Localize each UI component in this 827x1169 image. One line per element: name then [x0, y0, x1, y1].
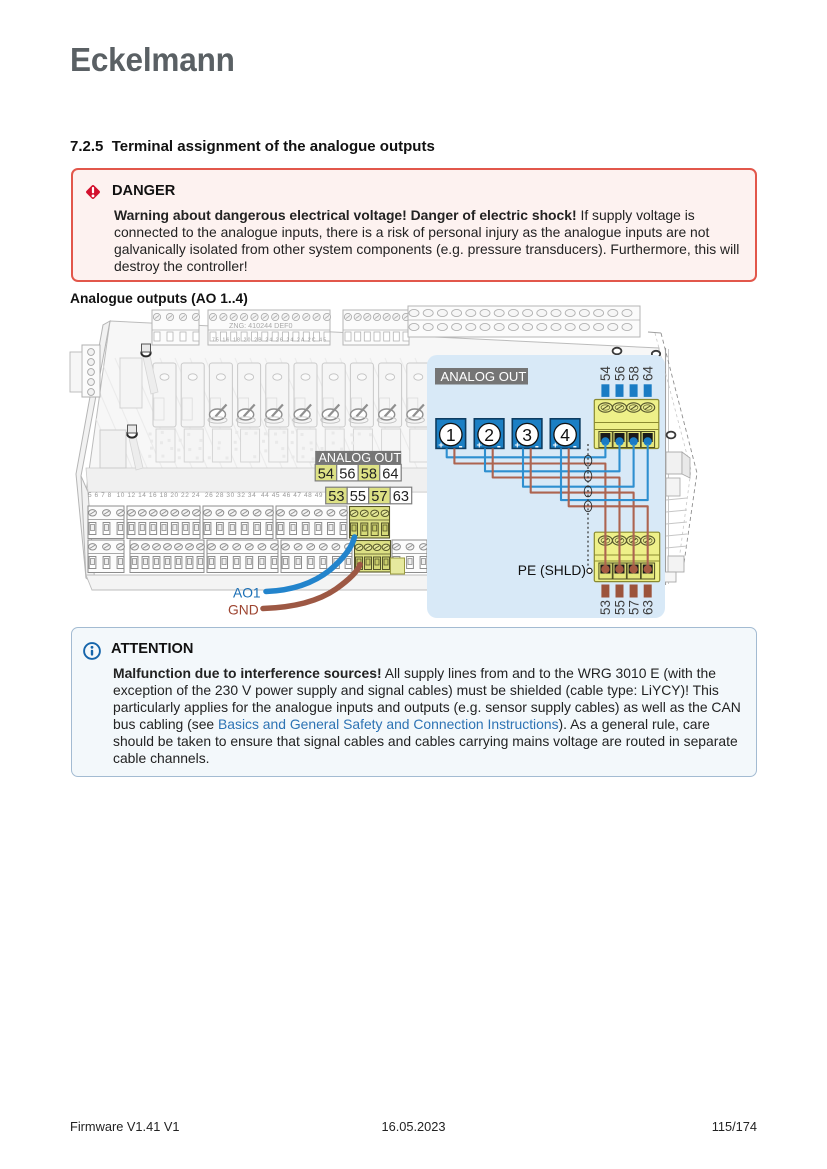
- svg-text:PE (SHLD): PE (SHLD): [518, 563, 586, 578]
- svg-text:55: 55: [612, 600, 627, 615]
- svg-text:ZNG: 410244 DEF0: ZNG: 410244 DEF0: [229, 321, 293, 330]
- svg-text:4: 4: [560, 425, 570, 445]
- svg-text:57: 57: [371, 489, 387, 505]
- svg-text:-: -: [497, 439, 501, 453]
- svg-text:53: 53: [328, 489, 344, 505]
- svg-text:AO1: AO1: [233, 586, 261, 601]
- svg-text:58: 58: [361, 466, 377, 482]
- svg-text:56: 56: [612, 366, 627, 381]
- svg-text:GND: GND: [228, 603, 259, 618]
- svg-text:54: 54: [318, 466, 334, 482]
- svg-text:64: 64: [641, 366, 656, 381]
- svg-text:-: -: [459, 439, 463, 453]
- svg-text:-: -: [573, 439, 577, 453]
- svg-text:75 16 18 20 2B 24 26 24 2A 2C: 75 16 18 20 2B 24 26 24 2A 2C 45: [212, 338, 326, 344]
- svg-text:ANALOG OUT: ANALOG OUT: [441, 369, 527, 384]
- svg-text:+: +: [477, 440, 483, 451]
- svg-text:+: +: [553, 440, 559, 451]
- svg-text:+: +: [438, 440, 444, 451]
- svg-text:-: -: [535, 439, 539, 453]
- svg-text:64: 64: [382, 466, 398, 482]
- svg-text:55: 55: [350, 489, 366, 505]
- svg-text:57: 57: [626, 600, 641, 615]
- svg-text:58: 58: [626, 366, 641, 381]
- svg-text:5 6 7 8 10 12 14 16 18 20 22: 5 6 7 8 10 12 14 16 18 20 22 24 26 28 30…: [88, 492, 344, 499]
- svg-text:1: 1: [446, 425, 456, 445]
- svg-text:63: 63: [641, 600, 656, 615]
- svg-text:53: 53: [598, 600, 613, 615]
- svg-text:56: 56: [339, 466, 355, 482]
- svg-text:ANALOG OUT: ANALOG OUT: [319, 451, 402, 465]
- svg-text:3: 3: [522, 425, 532, 445]
- svg-text:63: 63: [393, 489, 409, 505]
- svg-text:+: +: [515, 440, 521, 451]
- svg-text:54: 54: [598, 366, 613, 381]
- svg-text:2: 2: [484, 425, 494, 445]
